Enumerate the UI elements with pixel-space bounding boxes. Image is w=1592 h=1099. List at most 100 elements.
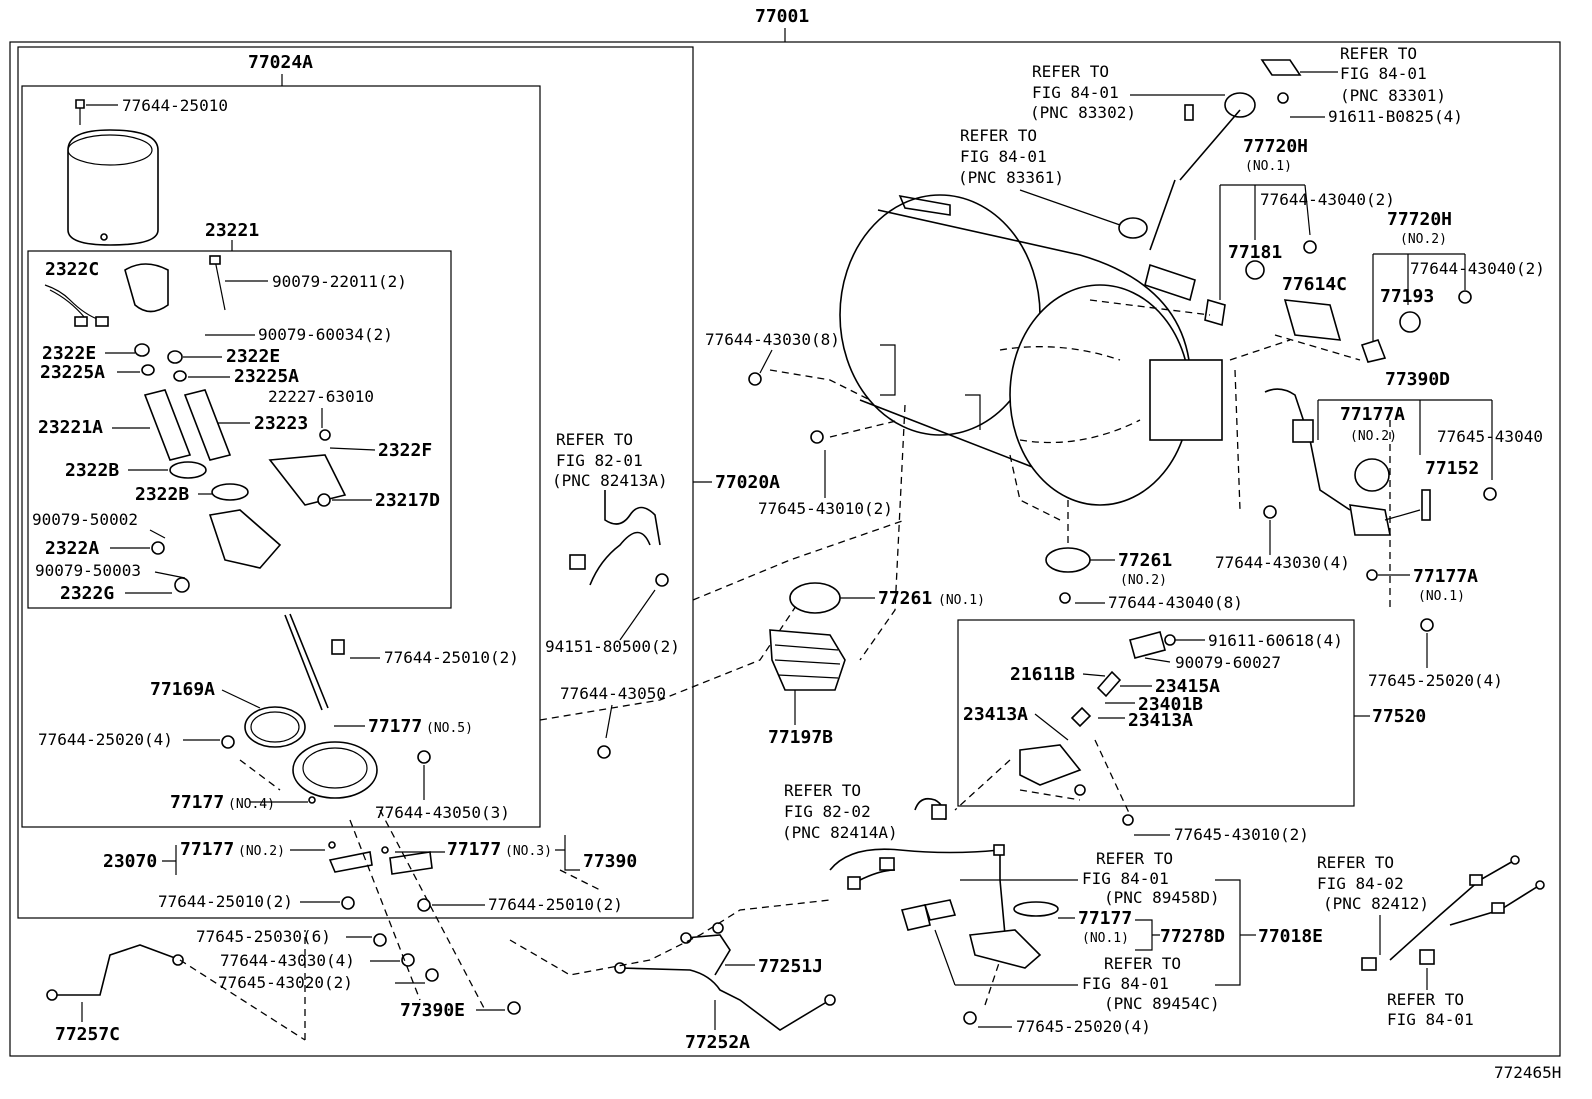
label-90079-50003[interactable]: 90079-50003 xyxy=(35,561,141,580)
label-77177A-2[interactable]: 77177A xyxy=(1340,404,1405,425)
label-77645-25020-4r[interactable]: 77645-25020(4) xyxy=(1368,671,1503,690)
label-77177-no1[interactable]: 77177 xyxy=(1078,908,1132,929)
label-77645-43020-2[interactable]: 77645-43020(2) xyxy=(218,973,353,992)
label-77261-2[interactable]: 77261 xyxy=(1118,550,1172,571)
ref-83361-line2[interactable]: FIG 84-01 xyxy=(960,147,1047,166)
label-2322C[interactable]: 2322C xyxy=(45,259,99,280)
label-91611-60618[interactable]: 91611-60618(4) xyxy=(1208,631,1343,650)
label-23223[interactable]: 23223 xyxy=(254,413,308,434)
label-77614C[interactable]: 77614C xyxy=(1282,274,1347,295)
label-23401B[interactable]: 23401B xyxy=(1138,694,1203,715)
pump-module-number[interactable]: 77024A xyxy=(248,52,313,73)
label-23415A[interactable]: 23415A xyxy=(1155,676,1220,697)
label-77645-25030-6[interactable]: 77645-25030(6) xyxy=(196,927,331,946)
label-77152[interactable]: 77152 xyxy=(1425,458,1479,479)
label-77177-no5[interactable]: 77177 xyxy=(368,716,422,737)
label-77645-25020-bot[interactable]: 77645-25020(4) xyxy=(1016,1017,1151,1036)
ref-82412-line2[interactable]: FIG 84-02 xyxy=(1317,874,1404,893)
label-77177-no4[interactable]: 77177 xyxy=(170,792,224,813)
label-23225A-right[interactable]: 23225A xyxy=(234,366,299,387)
ref-82414-line3[interactable]: (PNC 82414A) xyxy=(782,823,898,842)
label-77644-25010-top[interactable]: 77644-25010 xyxy=(122,96,228,115)
label-77278D[interactable]: 77278D xyxy=(1160,926,1225,947)
label-77645-43040[interactable]: 77645-43040 xyxy=(1437,427,1543,446)
evap-valve-number[interactable]: 77520 xyxy=(1372,706,1426,727)
label-77644-25010-2[interactable]: 77644-25010(2) xyxy=(384,648,519,667)
ref-83301-line2[interactable]: FIG 84-01 xyxy=(1340,64,1427,83)
label-90079-22011[interactable]: 90079-22011(2) xyxy=(272,272,407,291)
label-2322E-left[interactable]: 2322E xyxy=(42,343,96,364)
label-23070[interactable]: 23070 xyxy=(103,851,157,872)
ref-8401-line1[interactable]: REFER TO xyxy=(1387,990,1464,1009)
assembly-number[interactable]: 77001 xyxy=(755,6,809,27)
ref-89454-line1[interactable]: REFER TO xyxy=(1104,954,1181,973)
label-77645-43010-2[interactable]: 77645-43010(2) xyxy=(758,499,893,518)
label-77177A-1[interactable]: 77177A xyxy=(1413,566,1478,587)
label-77177-no3[interactable]: 77177 xyxy=(447,839,501,860)
label-77251J[interactable]: 77251J xyxy=(758,956,823,977)
label-23413A-right[interactable]: 23413A xyxy=(1128,710,1193,731)
label-77645-43010-b[interactable]: 77645-43010(2) xyxy=(1174,825,1309,844)
ref-83301-line1[interactable]: REFER TO xyxy=(1340,44,1417,63)
label-77018E[interactable]: 77018E xyxy=(1258,926,1323,947)
ref-83361-line3[interactable]: (PNC 83361) xyxy=(958,168,1064,187)
label-23225A-left[interactable]: 23225A xyxy=(40,362,105,383)
ref-83301-line3[interactable]: (PNC 83301) xyxy=(1340,86,1446,105)
ref-82412-line1[interactable]: REFER TO xyxy=(1317,853,1394,872)
label-77020A[interactable]: 77020A xyxy=(715,472,780,493)
label-77257C[interactable]: 77257C xyxy=(55,1024,120,1045)
ref-83361-line1[interactable]: REFER TO xyxy=(960,126,1037,145)
label-90079-50002[interactable]: 90079-50002 xyxy=(32,510,138,529)
label-77644-25010-l[interactable]: 77644-25010(2) xyxy=(158,892,293,911)
label-77181[interactable]: 77181 xyxy=(1228,242,1282,263)
label-23221A[interactable]: 23221A xyxy=(38,417,103,438)
ref-82-01-line3[interactable]: (PNC 82413A) xyxy=(552,471,668,490)
label-77644-25020-4[interactable]: 77644-25020(4) xyxy=(38,730,173,749)
label-23413A-left[interactable]: 23413A xyxy=(963,704,1028,725)
ref-89458-line2[interactable]: FIG 84-01 xyxy=(1082,869,1169,888)
label-77390E[interactable]: 77390E xyxy=(400,1000,465,1021)
label-77644-43030-8[interactable]: 77644-43030(8) xyxy=(705,330,840,349)
ref-83302-line1[interactable]: REFER TO xyxy=(1032,62,1109,81)
label-2322G[interactable]: 2322G xyxy=(60,583,114,604)
label-21611B[interactable]: 21611B xyxy=(1010,664,1075,685)
label-77197B[interactable]: 77197B xyxy=(768,727,833,748)
label-77644-43030-4[interactable]: 77644-43030(4) xyxy=(1215,553,1350,572)
ref-89454-line3[interactable]: (PNC 89454C) xyxy=(1104,994,1220,1013)
label-77261-1[interactable]: 77261 xyxy=(878,588,932,609)
label-77720H-1[interactable]: 77720H xyxy=(1243,136,1308,157)
label-77644-43050-3[interactable]: 77644-43050(3) xyxy=(375,803,510,822)
label-2322B-lower[interactable]: 2322B xyxy=(135,484,189,505)
label-23217D[interactable]: 23217D xyxy=(375,490,440,511)
label-77644-25010-r[interactable]: 77644-25010(2) xyxy=(488,895,623,914)
label-77252A[interactable]: 77252A xyxy=(685,1032,750,1053)
ref-8401-line2[interactable]: FIG 84-01 xyxy=(1387,1010,1474,1029)
label-77644-43040-2a[interactable]: 77644-43040(2) xyxy=(1260,190,1395,209)
ref-82412-line3[interactable]: (PNC 82412) xyxy=(1323,894,1429,913)
ref-82-01-line2[interactable]: FIG 82-01 xyxy=(556,451,643,470)
ref-89458-line3[interactable]: (PNC 89458D) xyxy=(1104,888,1220,907)
ref-89458-line1[interactable]: REFER TO xyxy=(1096,849,1173,868)
label-90079-60027[interactable]: 90079-60027 xyxy=(1175,653,1281,672)
label-77177-no2[interactable]: 77177 xyxy=(180,839,234,860)
label-22227-63010[interactable]: 22227-63010 xyxy=(268,387,374,406)
ref-82-01-line1[interactable]: REFER TO xyxy=(556,430,633,449)
ref-82414-line1[interactable]: REFER TO xyxy=(784,781,861,800)
label-77645-43030-4[interactable]: 77644-43030(4) xyxy=(220,951,355,970)
label-77390D[interactable]: 77390D xyxy=(1385,369,1450,390)
fuel-pump-kit-number[interactable]: 23221 xyxy=(205,220,259,241)
label-2322E-right[interactable]: 2322E xyxy=(226,346,280,367)
ref-83302-line3[interactable]: (PNC 83302) xyxy=(1030,103,1136,122)
label-2322F[interactable]: 2322F xyxy=(378,440,432,461)
ref-82414-line2[interactable]: FIG 82-02 xyxy=(784,802,871,821)
label-2322A[interactable]: 2322A xyxy=(45,538,99,559)
label-77720H-2[interactable]: 77720H xyxy=(1387,209,1452,230)
label-90079-60034[interactable]: 90079-60034(2) xyxy=(258,325,393,344)
label-77644-43040-8[interactable]: 77644-43040(8) xyxy=(1108,593,1243,612)
label-2322B-upper[interactable]: 2322B xyxy=(65,460,119,481)
label-77390[interactable]: 77390 xyxy=(583,851,637,872)
label-77169A[interactable]: 77169A xyxy=(150,679,215,700)
ref-89454-line2[interactable]: FIG 84-01 xyxy=(1082,974,1169,993)
label-91611-B0825[interactable]: 91611-B0825(4) xyxy=(1328,107,1463,126)
label-77644-43050[interactable]: 77644-43050 xyxy=(560,684,666,703)
